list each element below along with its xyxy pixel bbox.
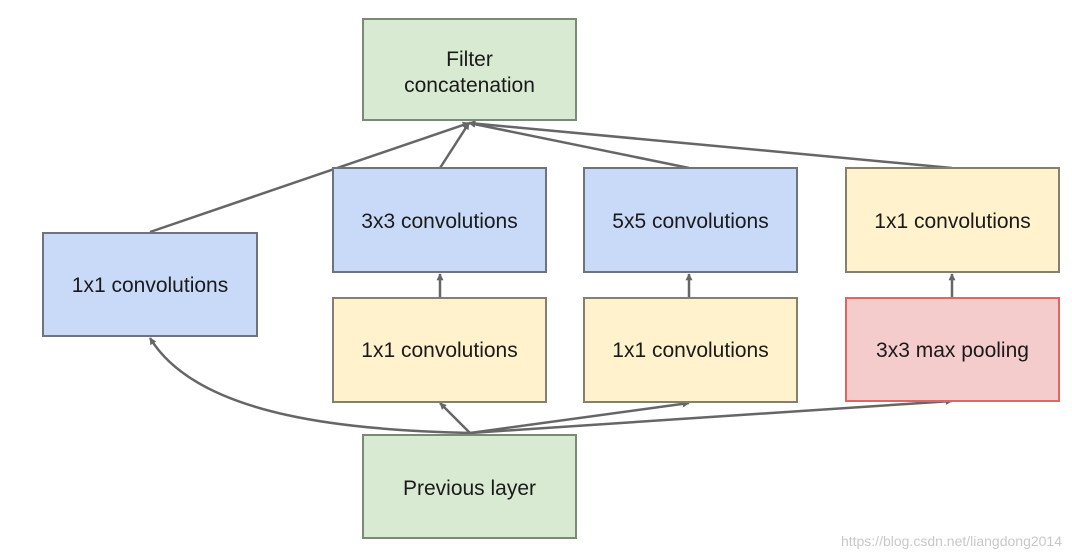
node-5x5-conv: 5x5 convolutions: [583, 167, 798, 273]
filter-concat-line1: Filter: [446, 48, 493, 71]
node-label: 1x1 convolutions: [361, 339, 517, 362]
node-label: 5x5 convolutions: [612, 210, 768, 233]
edge-prev-to-1x1-left: [148, 337, 471, 435]
edge-prev-to-1x1-reduce3: [439, 402, 471, 434]
node-3x3-max-pooling: 3x3 max pooling: [845, 297, 1060, 402]
edges: [148, 120, 956, 435]
node-label: 1x1 convolutions: [874, 210, 1030, 233]
node-1x1-conv-left: 1x1 convolutions: [42, 232, 258, 337]
node-label: 1x1 convolutions: [612, 339, 768, 362]
filter-concat-line2: concatenation: [404, 74, 535, 97]
edge-prev-to-maxpool: [469, 397, 953, 435]
node-label: 3x3 max pooling: [876, 339, 1029, 362]
edge-1x1-left-to-concat: [149, 121, 470, 234]
node-filter-concatenation: Filter concatenation: [362, 18, 577, 121]
node-label: 1x1 convolutions: [72, 274, 228, 297]
edge-pool-proj-to-concat: [468, 120, 953, 170]
node-label: 3x3 convolutions: [361, 210, 517, 233]
watermark: https://blog.csdn.net/liangdong2014: [841, 533, 1062, 549]
edge-3x3-to-concat: [438, 122, 471, 169]
edge-5x5-to-concat: [468, 120, 690, 170]
edge-prev-to-1x1-reduce5: [469, 400, 690, 435]
node-previous-layer: Previous layer: [362, 434, 577, 539]
node-1x1-conv-reduce5: 1x1 convolutions: [583, 297, 798, 403]
node-3x3-conv: 3x3 convolutions: [332, 167, 547, 273]
node-1x1-conv-reduce3: 1x1 convolutions: [332, 297, 547, 403]
node-label: Previous layer: [403, 477, 536, 500]
node-1x1-conv-pool-proj: 1x1 convolutions: [845, 167, 1060, 273]
